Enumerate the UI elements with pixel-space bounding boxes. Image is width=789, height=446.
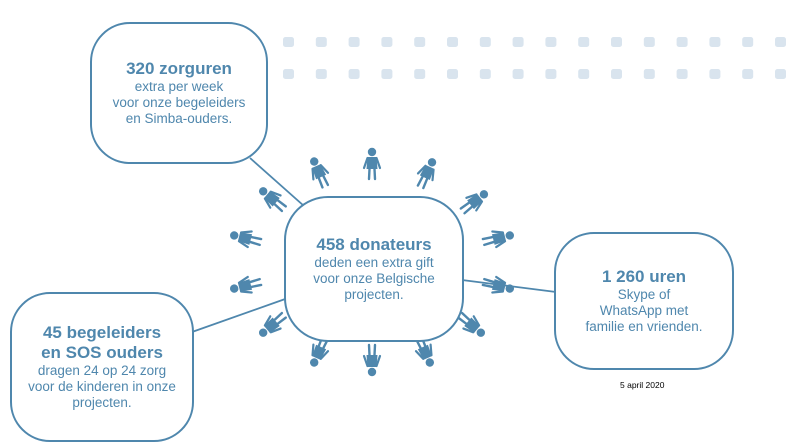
dot-decoration-item — [643, 37, 655, 47]
dot-decoration-item — [283, 37, 294, 47]
dot-decoration-item — [775, 37, 786, 47]
person-icon — [457, 311, 486, 337]
dot-decoration-item — [611, 69, 622, 79]
zorguren-heading: 320 zorguren — [126, 59, 232, 79]
begeleiders-heading: 45 begeleiders en SOS ouders — [41, 323, 163, 363]
dot-decoration-item — [709, 69, 721, 79]
person-icon — [481, 230, 514, 249]
dot-decoration-item — [315, 37, 327, 47]
dot-decoration-item — [447, 69, 458, 79]
person-icon — [481, 275, 514, 294]
dot-decoration-item — [578, 37, 590, 47]
person-icon — [416, 158, 437, 190]
dot-decoration-item — [283, 69, 294, 79]
dot-decoration-item — [676, 37, 688, 47]
zorguren-box: 320 zorguren extra per week voor onze be… — [90, 22, 268, 164]
person-icon — [362, 343, 382, 377]
dot-decoration-item — [447, 37, 458, 47]
dot-decoration-item — [742, 37, 754, 47]
donateurs-heading: 458 donateurs — [316, 235, 432, 255]
dot-decoration-item — [545, 37, 557, 47]
dot-decoration-item — [709, 37, 721, 47]
person-icon — [459, 190, 489, 215]
begeleiders-text: dragen 24 op 24 zorg voor de kinderen in… — [28, 363, 176, 410]
begeleiders-box: 45 begeleiders en SOS ouders dragen 24 o… — [10, 292, 194, 442]
person-icon — [258, 311, 287, 337]
dot-decoration-item — [545, 69, 557, 79]
dot-decoration-item — [315, 69, 327, 79]
dot-decoration-item — [512, 37, 524, 47]
uren-text: Skype of WhatsApp met familie en vriende… — [585, 287, 703, 334]
dot-decoration-item — [414, 69, 426, 79]
dot-decoration-item — [676, 69, 688, 79]
person-icon — [230, 275, 263, 294]
donateurs-text: deden een extra gift voor onze Belgische… — [313, 255, 435, 302]
connector-line — [249, 157, 305, 207]
dot-decoration-item — [381, 69, 393, 79]
dot-decoration-item — [479, 69, 491, 79]
dot-decoration-item — [348, 69, 360, 79]
person-icon — [310, 157, 330, 189]
dot-decoration-item — [479, 37, 491, 47]
uren-box: 1 260 uren Skype of WhatsApp met familie… — [554, 232, 734, 370]
dot-decoration — [283, 37, 786, 79]
date-label: 5 april 2020 — [620, 380, 665, 390]
person-icon — [258, 187, 287, 213]
dot-decoration-item — [414, 37, 426, 47]
dot-decoration-item — [381, 37, 393, 47]
person-icon — [230, 230, 263, 249]
person-icon — [362, 147, 382, 181]
dot-decoration-item — [775, 69, 786, 79]
dot-decoration-item — [611, 37, 622, 47]
dot-decoration-item — [578, 69, 590, 79]
dot-decoration-item — [742, 69, 754, 79]
dot-decoration-item — [348, 37, 360, 47]
donateurs-box: 458 donateurs deden een extra gift voor … — [284, 196, 464, 342]
dot-decoration-item — [643, 69, 655, 79]
connector-line — [191, 297, 289, 333]
zorguren-text: extra per week voor onze begeleiders en … — [112, 79, 246, 126]
dot-decoration-item — [512, 69, 524, 79]
uren-heading: 1 260 uren — [601, 267, 687, 287]
